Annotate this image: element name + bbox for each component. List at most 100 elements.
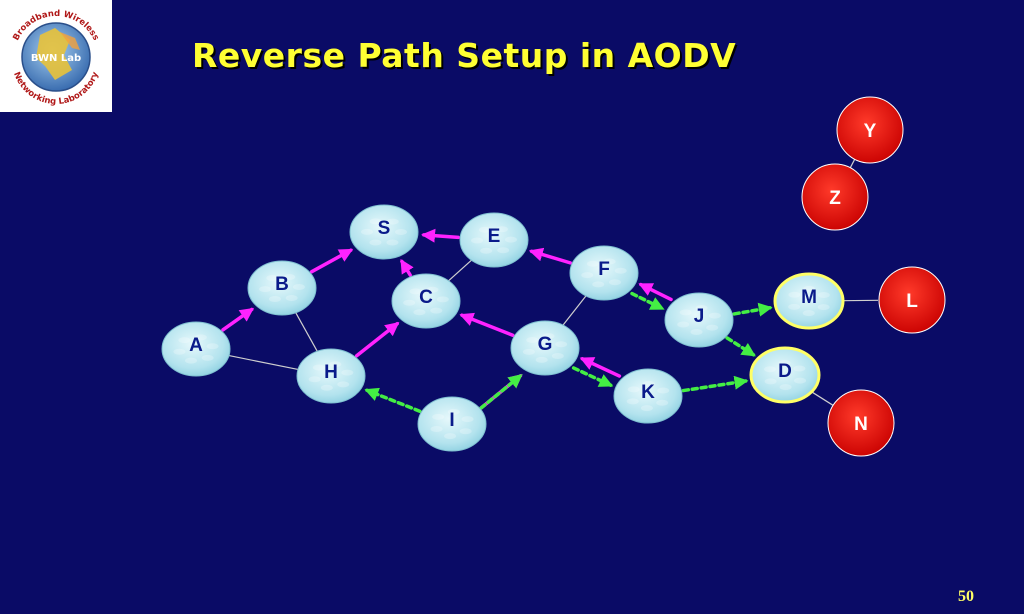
node-I: I [417, 396, 487, 452]
node-texture [178, 337, 191, 344]
node-texture [764, 378, 777, 385]
reverse-path-arrow-F-E [528, 247, 573, 265]
node-J: J [664, 292, 734, 348]
node-texture [495, 226, 508, 233]
node-Z: Z [801, 163, 869, 231]
node-texture [586, 260, 599, 267]
slide-title: Reverse Path Setup in AODV [192, 36, 737, 75]
node-texture [285, 295, 298, 302]
node-texture [312, 364, 325, 371]
node-ellipse [296, 348, 366, 404]
node-label-N: N [854, 414, 868, 435]
node-texture [779, 384, 792, 391]
node-texture [308, 376, 321, 383]
broadcast-arrow-K-D [681, 375, 749, 393]
node-texture [802, 310, 815, 317]
node-texture [409, 288, 422, 295]
node-texture [480, 247, 493, 254]
node-texture [395, 229, 407, 235]
node-circle [836, 96, 904, 164]
node-texture [403, 299, 416, 306]
node-label-J: J [694, 306, 705, 327]
node-texture [201, 354, 214, 361]
node-texture [794, 377, 807, 384]
node-G: G [510, 320, 580, 376]
node-texture [626, 398, 639, 405]
node-texture [695, 304, 708, 311]
node-D: D [749, 346, 821, 404]
node-texture [459, 428, 472, 435]
node-label-D: D [778, 361, 792, 382]
node-label-S: S [378, 218, 391, 239]
node-texture [764, 366, 777, 373]
node-texture [788, 291, 801, 298]
reverse-path-arrow-K-G [579, 357, 622, 378]
node-ellipse [569, 245, 639, 301]
node-texture [677, 321, 690, 328]
reverse-path-arrow-G-C [459, 312, 515, 337]
link-E-C [448, 259, 472, 282]
node-texture [432, 413, 445, 420]
node-Y: Y [836, 96, 904, 164]
node-ellipse [391, 273, 461, 329]
node-texture [461, 416, 474, 423]
node-texture [803, 285, 816, 292]
node-texture [361, 228, 374, 235]
links-layer [228, 154, 879, 407]
node-M: M [773, 272, 845, 330]
node-texture [551, 352, 564, 359]
node-texture [706, 324, 719, 331]
node-texture [478, 226, 491, 233]
node-label-B: B [275, 274, 289, 295]
link-D-N [811, 391, 835, 407]
logo-center-text: BWN Lab [31, 53, 81, 64]
node-B: B [247, 260, 317, 316]
node-texture [535, 356, 548, 363]
node-ellipse [459, 212, 529, 268]
node-texture [793, 365, 806, 372]
link-B-H [295, 312, 318, 352]
node-texture [329, 361, 342, 368]
reverse-path-arrow-E-S [421, 228, 460, 243]
node-texture [386, 239, 399, 246]
node-H: H [296, 348, 366, 404]
broadcast-arrow-I-H [364, 387, 422, 413]
node-label-I: I [449, 410, 454, 431]
link-F-G [562, 295, 587, 326]
node-texture [542, 333, 555, 340]
node-texture [642, 380, 655, 387]
node-label-G: G [538, 334, 553, 355]
globe-icon: BWN Lab Broadband Wireless Networking La… [11, 9, 101, 107]
reverse-path-arrow-C-S [400, 259, 414, 277]
arrows-layer [221, 228, 773, 413]
node-texture [504, 236, 517, 243]
broadcast-arrow-G-K [571, 366, 614, 387]
node-label-L: L [906, 291, 918, 312]
node-A: A [161, 321, 231, 377]
node-texture [817, 292, 830, 299]
node-texture [447, 408, 460, 415]
node-texture [690, 329, 703, 336]
node-texture [522, 348, 535, 355]
broadcast-arrow-F-J [630, 291, 665, 311]
node-texture [817, 304, 830, 311]
reverse-path-arrow-J-F [638, 282, 673, 302]
reverse-path-arrow-A-B [221, 307, 255, 332]
node-texture [194, 334, 207, 341]
bwn-lab-logo: BWN Lab Broadband Wireless Networking La… [0, 0, 112, 112]
node-texture [581, 272, 594, 279]
node-texture [430, 307, 443, 314]
node-texture [426, 286, 439, 293]
node-ellipse [417, 396, 487, 452]
node-texture [268, 296, 281, 303]
node-texture [778, 359, 791, 366]
node-texture [320, 384, 333, 391]
node-texture [341, 369, 354, 376]
node-circle [827, 389, 895, 457]
node-texture [292, 283, 305, 290]
node-texture [413, 309, 426, 316]
node-circle [801, 163, 869, 231]
node-F: F [569, 245, 639, 301]
node-ellipse [749, 346, 821, 404]
